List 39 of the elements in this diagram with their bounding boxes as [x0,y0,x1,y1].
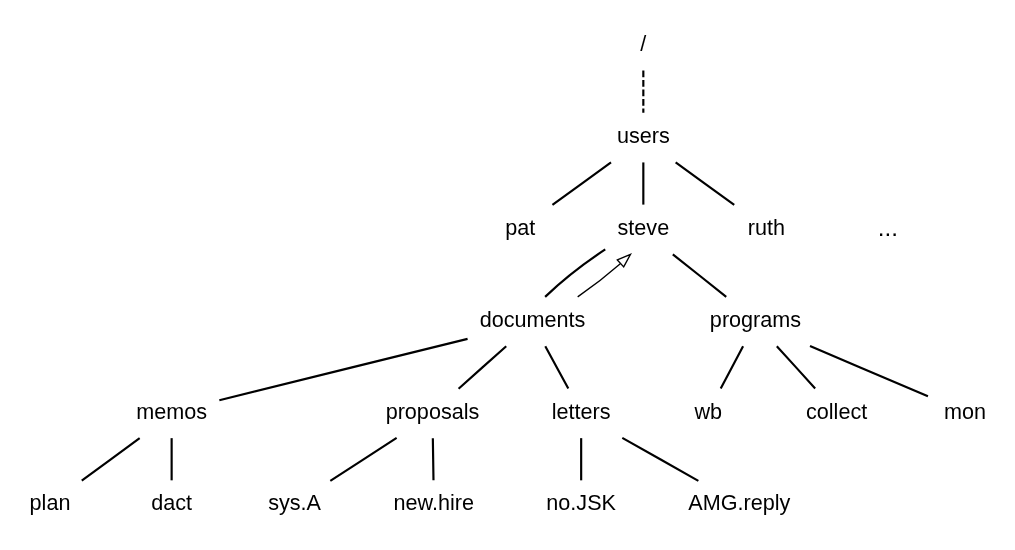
connector [170,437,173,480]
node-text: proposals [385,398,480,423]
connector [219,337,468,401]
connector [621,436,699,482]
connector [81,436,141,481]
connector [672,253,727,298]
connector [431,437,435,480]
node-text: dact [151,489,193,515]
node-text: collect [805,398,868,423]
connector [329,436,398,482]
node-text: steve [617,214,670,240]
node-text: documents [479,306,586,332]
connector [544,345,570,389]
node-text: pat [505,214,536,240]
node-text: no.JSK [546,489,616,515]
node-text: AMG.reply [688,489,791,515]
connector [457,344,507,390]
node-text: wb [694,398,723,423]
connector [642,70,645,113]
connector [776,345,816,389]
connector [675,161,735,206]
connector [580,437,583,480]
node-text: memos [136,398,208,423]
node-text: / [640,30,647,56]
arrow [577,252,632,297]
connector [544,248,606,298]
node-text: letters [551,398,611,423]
connector [809,344,929,397]
node-text: ruth [747,214,785,240]
node-text: plan [29,489,71,515]
connector [551,161,612,206]
node-text: new.hire [393,489,475,515]
label: ... [877,212,899,240]
connector [642,161,645,205]
node-text: sys.A [268,489,322,515]
node-text: programs [709,306,802,332]
node-text: mon [943,398,987,423]
node-text: users [616,122,670,148]
connector [719,345,745,389]
